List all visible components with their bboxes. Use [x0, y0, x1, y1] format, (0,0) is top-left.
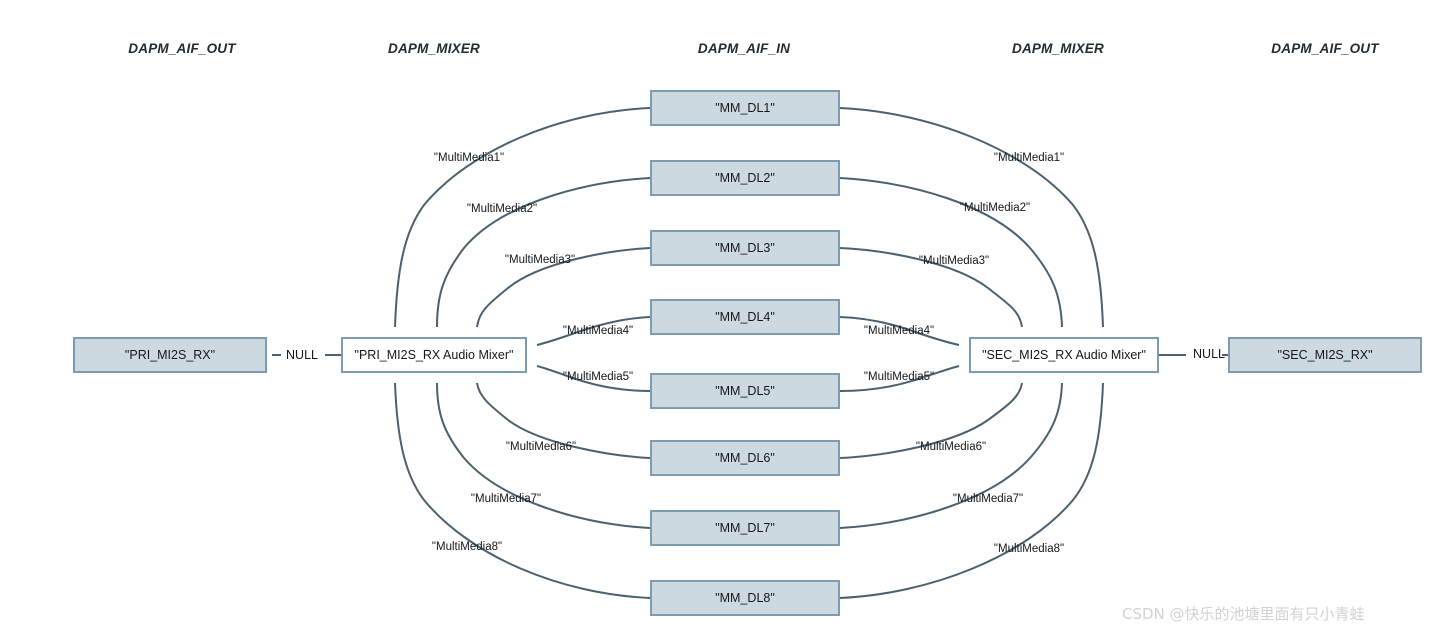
edge-mm-dl6-to-pri-mixer [476, 382, 651, 459]
edge-mm-dl4-to-sec-mixer [839, 316, 960, 346]
edge-label-right-multimedia2: "MultiMedia2" [959, 202, 1031, 214]
node-mm-dl8[interactable]: "MM_DL8" [650, 580, 840, 616]
column-header-aif-in: DAPM_AIF_IN [697, 41, 791, 56]
column-header-aif-out-left: DAPM_AIF_OUT [128, 41, 236, 56]
edge-mm-dl5-to-pri-mixer [536, 365, 651, 392]
edge-label-left-multimedia7: "MultiMedia7" [470, 493, 542, 505]
edge-label-left-multimedia2: "MultiMedia2" [466, 203, 538, 215]
node-mm-dl1[interactable]: "MM_DL1" [650, 90, 840, 126]
node-pri-mi2s-rx-audio-mixer[interactable]: "PRI_MI2S_RX Audio Mixer" [341, 337, 527, 373]
edge-mm-dl8-to-sec-mixer [839, 382, 1104, 599]
node-mm-dl6[interactable]: "MM_DL6" [650, 440, 840, 476]
edge-label-left-multimedia1: "MultiMedia1" [433, 152, 505, 164]
edge-mm-dl3-to-sec-mixer [839, 247, 1023, 328]
edge-label-right-multimedia3: "MultiMedia3" [918, 255, 990, 267]
edge-mm-dl7-to-sec-mixer [839, 382, 1063, 529]
node-mm-dl5[interactable]: "MM_DL5" [650, 373, 840, 409]
edge-label-right-multimedia5: "MultiMedia5" [863, 371, 935, 383]
edge-mm-dl6-to-sec-mixer [839, 382, 1023, 459]
column-header-aif-out-right: DAPM_AIF_OUT [1271, 41, 1379, 56]
edge-label-left-multimedia5: "MultiMedia5" [562, 371, 634, 383]
edge-label-right-multimedia7: "MultiMedia7" [952, 493, 1024, 505]
edge-label-right-multimedia1: "MultiMedia1" [993, 152, 1065, 164]
node-pri-mi2s-rx[interactable]: "PRI_MI2S_RX" [73, 337, 267, 373]
edge-label-null-left: NULL [286, 348, 318, 362]
edge-label-right-multimedia6: "MultiMedia6" [915, 441, 987, 453]
edge-label-left-multimedia6: "MultiMedia6" [505, 441, 577, 453]
node-mm-dl2[interactable]: "MM_DL2" [650, 160, 840, 196]
edge-label-left-multimedia8: "MultiMedia8" [431, 541, 503, 553]
node-mm-dl3[interactable]: "MM_DL3" [650, 230, 840, 266]
edge-label-right-multimedia4: "MultiMedia4" [863, 325, 935, 337]
edge-mm-dl5-to-sec-mixer [839, 365, 960, 392]
edge-mm-dl2-to-sec-mixer [839, 177, 1063, 328]
node-sec-mi2s-rx[interactable]: "SEC_MI2S_RX" [1228, 337, 1422, 373]
edge-mm-dl2-to-pri-mixer [436, 177, 651, 328]
node-sec-mi2s-rx-audio-mixer[interactable]: "SEC_MI2S_RX Audio Mixer" [969, 337, 1159, 373]
column-header-mixer-left: DAPM_MIXER [387, 41, 481, 56]
edge-mm-dl7-to-pri-mixer [436, 382, 651, 529]
edge-mm-dl3-to-pri-mixer [476, 247, 651, 328]
edge-mm-dl8-to-pri-mixer [394, 382, 651, 599]
edge-mm-dl1-to-pri-mixer [394, 107, 651, 328]
csdn-watermark: CSDN @快乐的池塘里面有只小青蛙 [1122, 605, 1365, 623]
edge-label-null-right: NULL [1193, 347, 1225, 361]
edge-mm-dl4-to-pri-mixer [536, 316, 651, 346]
edge-label-right-multimedia8: "MultiMedia8" [993, 543, 1065, 555]
column-header-mixer-right: DAPM_MIXER [1011, 41, 1105, 56]
edge-mm-dl1-to-sec-mixer [839, 107, 1104, 328]
node-mm-dl7[interactable]: "MM_DL7" [650, 510, 840, 546]
edge-label-left-multimedia4: "MultiMedia4" [562, 325, 634, 337]
edge-label-left-multimedia3: "MultiMedia3" [504, 254, 576, 266]
node-mm-dl4[interactable]: "MM_DL4" [650, 299, 840, 335]
